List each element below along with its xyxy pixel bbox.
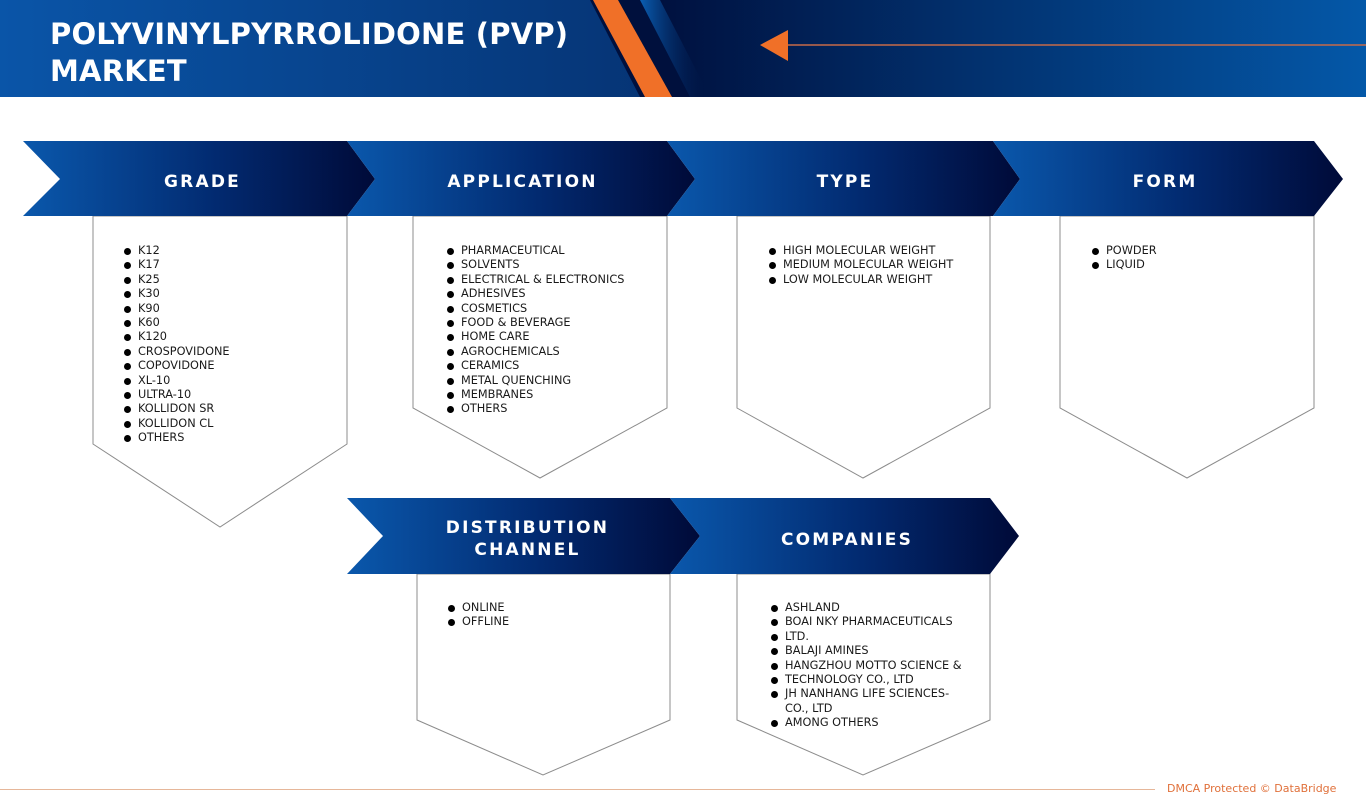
list-item: ADHESIVES [446,287,624,301]
list-item: K60 [123,316,230,330]
application-chevron [347,141,695,216]
list-item: ELECTRICAL & ELECTRONICS [446,273,624,287]
list-item: MEDIUM MOLECULAR WEIGHT [768,258,953,272]
companies-chevron [670,498,1019,574]
list-item: XL-10 [123,374,230,388]
list-item: JH NANHANG LIFE SCIENCES- [770,687,962,701]
distribution-heading-line-1: DISTRIBUTION [445,518,610,538]
list-item: FOOD & BEVERAGE [446,316,624,330]
grade-list: K12 K17 K25 K30 K90 K60 K120 CROSPOVIDON… [123,244,230,446]
list-item: KOLLIDON CL [123,417,230,431]
list-item: CROSPOVIDONE [123,345,230,359]
list-item: K90 [123,302,230,316]
orange-stripe [593,0,672,97]
list-item: BALAJI AMINES [770,644,962,658]
page-title: POLYVINYLPYRROLIDONE (PVP) MARKET [50,16,568,90]
list-item: COSMETICS [446,302,624,316]
list-item: HIGH MOLECULAR WEIGHT [768,244,953,258]
list-item: ASHLAND [770,601,962,615]
list-item: K25 [123,273,230,287]
list-item: AGROCHEMICALS [446,345,624,359]
grade-heading: GRADE [164,172,241,192]
list-item: ULTRA-10 [123,388,230,402]
list-item: ONLINE [447,601,509,615]
type-chevron [667,141,1020,216]
list-item: CERAMICS [446,359,624,373]
list-item: COPOVIDONE [123,359,230,373]
distribution-channel-heading: DISTRIBUTION CHANNEL [420,517,635,561]
list-item: MEMBRANES [446,388,624,402]
header-background [0,0,1366,97]
companies-heading: COMPANIES [780,530,914,550]
list-item: LOW MOLECULAR WEIGHT [768,273,953,287]
list-item: OTHERS [123,431,230,445]
form-heading: FORM [1132,172,1198,192]
list-item: K12 [123,244,230,258]
list-item-continuation: CO., LTD [785,701,833,715]
form-list: POWDER LIQUID [1091,244,1157,273]
list-item: HOME CARE [446,330,624,344]
title-line-1: POLYVINYLPYRROLIDONE (PVP) [50,17,569,51]
type-heading: TYPE [816,172,874,192]
distribution-channel-list: ONLINE OFFLINE [447,601,509,630]
list-item: LIQUID [1091,258,1157,272]
grade-chevron [23,141,375,216]
list-item: K17 [123,258,230,272]
list-item: AMONG OTHERS [770,716,962,730]
list-item: POWDER [1091,244,1157,258]
list-item: K30 [123,287,230,301]
companies-list: ASHLAND BOAI NKY PHARMACEUTICALS LTD. BA… [770,601,962,731]
list-item: TECHNOLOGY CO., LTD [770,673,962,687]
header-banner: POLYVINYLPYRROLIDONE (PVP) MARKET [0,0,1366,97]
list-item: OTHERS [446,402,624,416]
list-item: METAL QUENCHING [446,374,624,388]
copyright-notice: DMCA Protected © DataBridge [1167,782,1337,795]
list-item: KOLLIDON SR [123,402,230,416]
application-heading: APPLICATION [447,172,598,192]
form-chevron [993,141,1343,216]
list-item: LTD. [770,630,962,644]
type-list: HIGH MOLECULAR WEIGHT MEDIUM MOLECULAR W… [768,244,953,287]
list-item: HANGZHOU MOTTO SCIENCE & [770,659,962,673]
list-item: BOAI NKY PHARMACEUTICALS [770,615,962,629]
application-list: PHARMACEUTICAL SOLVENTS ELECTRICAL & ELE… [446,244,624,417]
list-item: OFFLINE [447,615,509,629]
list-item: SOLVENTS [446,258,624,272]
title-line-2: MARKET [50,54,187,88]
list-item: K120 [123,330,230,344]
distribution-heading-line-2: CHANNEL [474,540,581,560]
distribution-channel-chevron [347,498,700,574]
left-arrow-icon [760,30,788,61]
list-item: PHARMACEUTICAL [446,244,624,258]
footer-divider [0,789,1155,790]
